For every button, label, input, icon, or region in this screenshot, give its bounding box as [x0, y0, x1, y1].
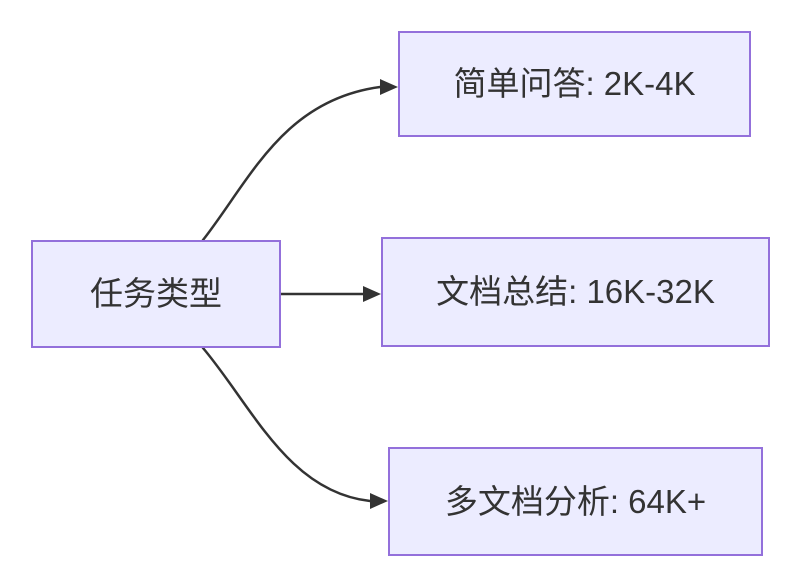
node-task-type: 任务类型 — [31, 240, 281, 348]
node-multi-doc-label: 多文档分析: 64K+ — [444, 482, 707, 520]
node-simple-qa: 简单问答: 2K-4K — [398, 31, 751, 137]
edge-root-to-multi-doc — [201, 346, 372, 503]
node-multi-doc: 多文档分析: 64K+ — [388, 447, 763, 556]
node-doc-summary-label: 文档总结: 16K-32K — [436, 273, 715, 311]
edge-root-to-simple-qa — [201, 85, 382, 242]
node-simple-qa-label: 简单问答: 2K-4K — [453, 65, 696, 103]
arrowhead-icon — [363, 286, 381, 302]
node-task-type-label: 任务类型 — [90, 275, 222, 313]
arrowhead-icon — [380, 79, 398, 95]
node-doc-summary: 文档总结: 16K-32K — [381, 237, 770, 347]
arrowhead-icon — [370, 493, 388, 509]
